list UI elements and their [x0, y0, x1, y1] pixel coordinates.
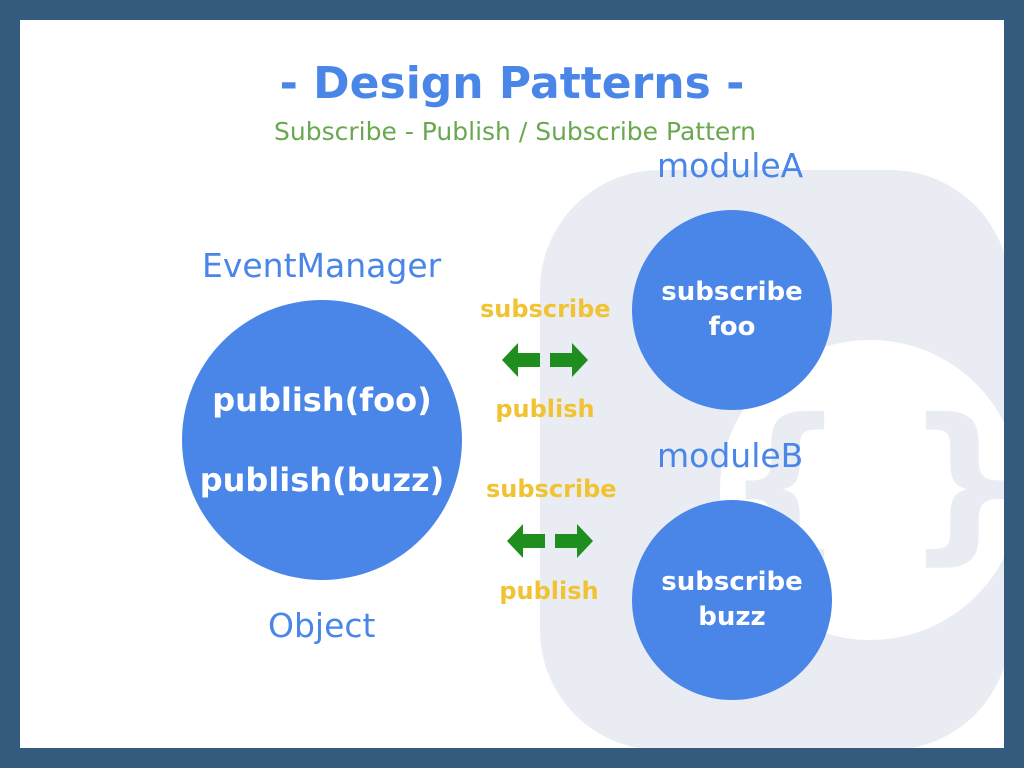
double-arrow-icon [507, 524, 593, 558]
object-label: Object [268, 606, 376, 645]
connector-1-publish-label: publish [495, 395, 595, 423]
module-a-label: moduleA [657, 146, 804, 185]
connector-2-subscribe-label: subscribe [486, 475, 617, 503]
slide: { } - Design Patterns - Subscribe - Publ… [20, 20, 1004, 748]
double-arrow-icon [502, 343, 588, 377]
module-a-line-2: foo [708, 312, 756, 342]
slide-title: - Design Patterns - [279, 58, 745, 109]
event-manager-circle: publish(foo) publish(buzz) [182, 300, 462, 580]
slide-subtitle: Subscribe - Publish / Subscribe Pattern [274, 117, 756, 146]
event-manager-label: EventManager [202, 246, 442, 285]
module-a-line-1: subscribe [661, 277, 803, 307]
connector-2-publish-label: publish [499, 577, 599, 605]
module-b-line-1: subscribe [661, 567, 803, 597]
connector-1-subscribe-label: subscribe [480, 295, 611, 323]
module-b-circle: subscribe buzz [632, 500, 832, 700]
module-b-label: moduleB [657, 436, 804, 475]
publish-foo-text: publish(foo) [212, 381, 432, 419]
module-a-circle: subscribe foo [632, 210, 832, 410]
module-b-line-2: buzz [698, 602, 766, 632]
publish-buzz-text: publish(buzz) [199, 461, 445, 499]
